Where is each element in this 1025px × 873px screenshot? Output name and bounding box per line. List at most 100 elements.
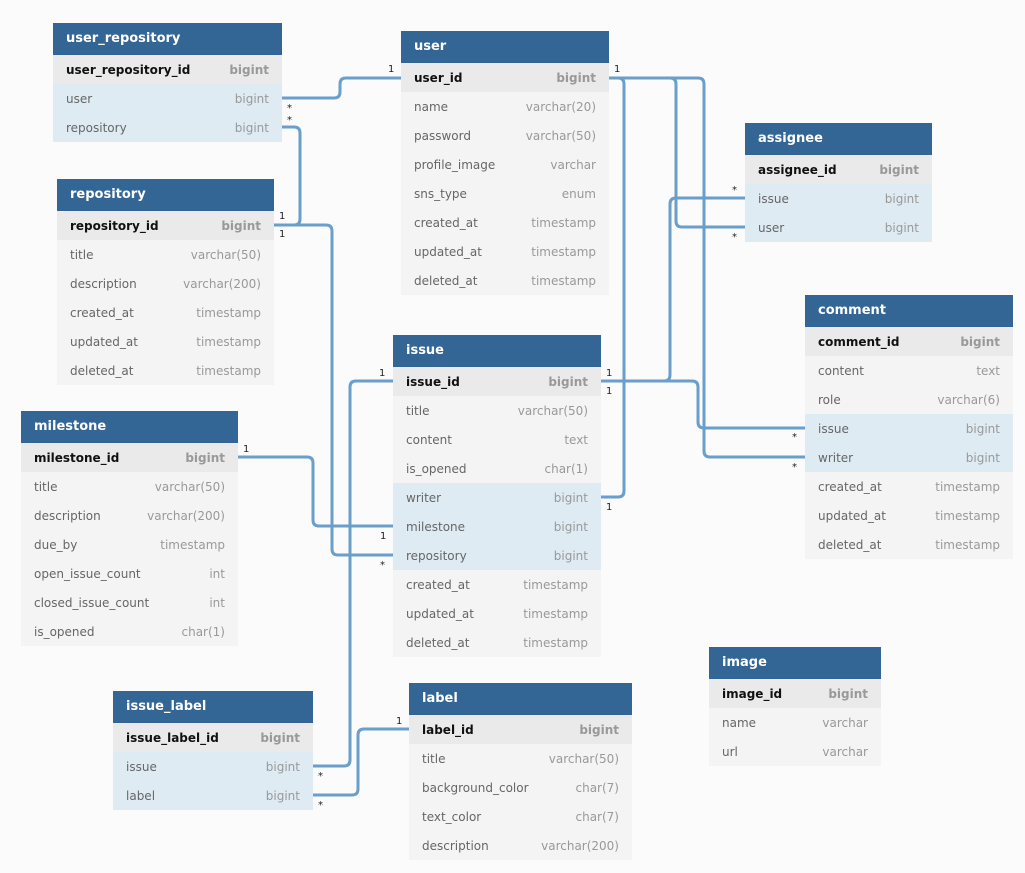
column-name: milestone_id [34, 450, 120, 465]
column-type: bigint [965, 421, 1000, 436]
column-type: varchar(50) [154, 479, 225, 494]
column-type: bigint [234, 120, 269, 135]
table-title[interactable]: repository [57, 179, 274, 211]
column-type: varchar(50) [548, 751, 619, 766]
column-name: updated_at [70, 334, 138, 349]
column-type: bigint [234, 91, 269, 106]
column-type: text [564, 432, 588, 447]
table-title[interactable]: issue_label [113, 691, 313, 723]
table-title[interactable]: user [401, 31, 609, 63]
table-title[interactable]: milestone [21, 411, 238, 443]
column-type: bigint [553, 548, 588, 563]
column-type: timestamp [523, 635, 588, 650]
column-name: user_id [414, 70, 463, 85]
column-name: background_color [422, 780, 529, 795]
column-type: bigint [960, 334, 1000, 349]
column-name: issue [758, 191, 789, 206]
table-title[interactable]: assignee [745, 123, 932, 155]
column-name: updated_at [406, 606, 474, 621]
table-title[interactable]: comment [805, 295, 1013, 327]
column-name: open_issue_count [34, 566, 141, 581]
table-title[interactable]: label [409, 683, 632, 715]
column-name: deleted_at [818, 537, 882, 552]
column-name: issue_id [406, 374, 460, 389]
pk-row[interactable]: user_id bigint [401, 63, 609, 92]
table-title[interactable]: user_repository [53, 23, 282, 55]
table-title[interactable]: image [709, 647, 881, 679]
column-name: is_opened [406, 461, 467, 476]
card-mark: 1 [614, 64, 620, 75]
column-type: bigint [828, 686, 868, 701]
column-name: closed_issue_count [34, 595, 150, 610]
table-title[interactable]: issue [393, 335, 601, 367]
column-type: bigint [556, 70, 596, 85]
